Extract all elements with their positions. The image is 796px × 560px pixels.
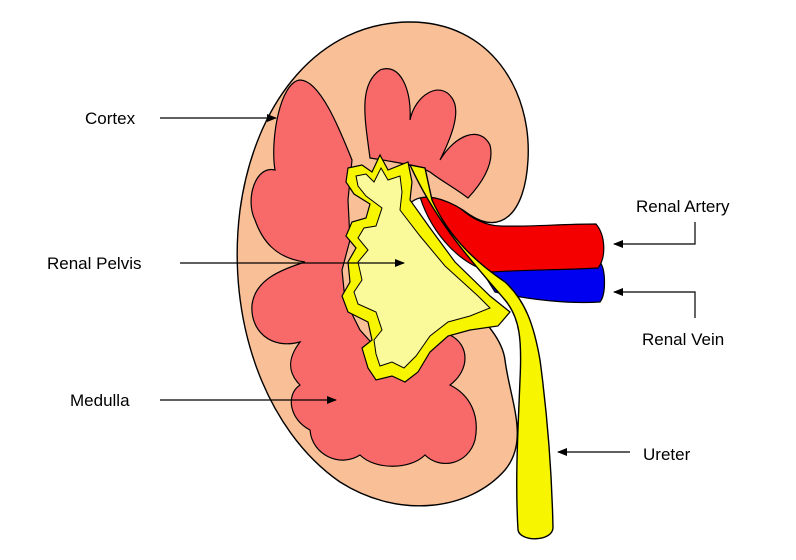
label-ureter: Ureter xyxy=(643,445,691,464)
label-renal-pelvis: Renal Pelvis xyxy=(47,254,142,273)
label-renal-vein: Renal Vein xyxy=(642,330,724,349)
label-medulla: Medulla xyxy=(70,391,130,410)
ureter-shape xyxy=(408,164,554,540)
medulla-upper-shape xyxy=(364,68,492,199)
label-renal-artery: Renal Artery xyxy=(636,197,730,216)
renal-vein-leader-line xyxy=(613,288,696,318)
renal-artery-leader-line xyxy=(613,222,696,248)
label-cortex: Cortex xyxy=(85,109,136,128)
renal-pelvis-shape xyxy=(353,166,491,369)
